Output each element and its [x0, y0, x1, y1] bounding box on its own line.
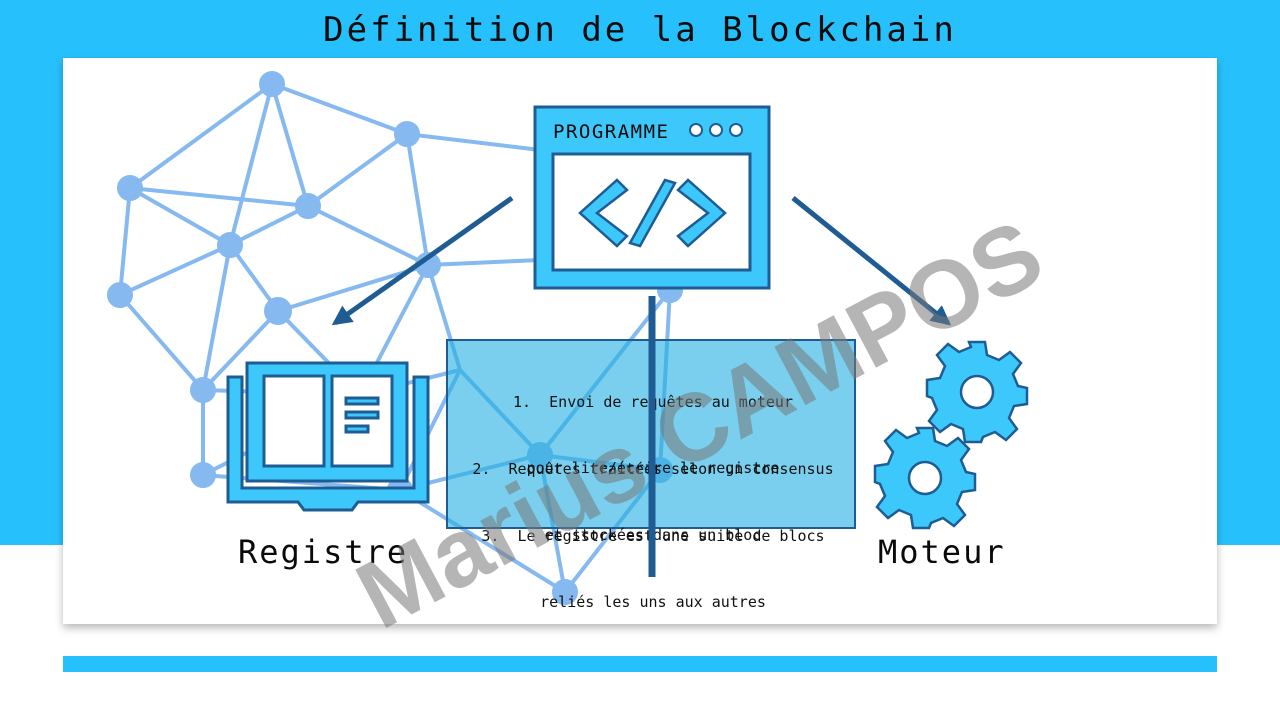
arrow-to-registre: [331, 195, 514, 326]
gear-large-icon: [925, 340, 1029, 444]
step-2-text: Requêtes traitées selon un consensus: [508, 460, 834, 478]
moteur-gears-icon: [873, 340, 1029, 530]
step-2: 2. Requêtes traitées selon un consensus …: [448, 414, 858, 590]
step-3-line2: reliés les uns aux autres: [540, 593, 766, 611]
registre-book-icon: [226, 361, 430, 512]
arrow-to-moteur: [791, 196, 952, 326]
registre-label: Registre: [238, 533, 409, 571]
program-window-icon: [533, 105, 771, 290]
gear-small-icon: [873, 426, 977, 530]
step-1-line2: pour lire/écrire le registre: [526, 459, 780, 477]
step-3: 3. Le registre est une suite de blocs re…: [448, 481, 858, 657]
steps-info-box: 1. Envoi de requêtes au moteur pour lire…: [446, 339, 858, 611]
step-1-text: Envoi de requêtes au moteur: [549, 393, 793, 411]
step-2-line2: et stockées dans un bloc: [544, 526, 762, 544]
step-2-line1: 2. Requêtes traitées selon un consensus: [448, 458, 858, 480]
step-1-line1: 1. Envoi de requêtes au moteur: [448, 391, 858, 413]
step-1-number: 1.: [513, 393, 532, 411]
step-2-number: 2.: [472, 460, 491, 478]
step-1: 1. Envoi de requêtes au moteur pour lire…: [448, 347, 858, 523]
slide-title: Définition de la Blockchain: [323, 10, 957, 50]
step-3-line1: 3. Le registre est une suite de blocs: [448, 525, 858, 547]
step-3-text: Le registre est une suite de blocs: [517, 527, 825, 545]
bottom-accent-bar: [63, 656, 1217, 672]
code-brackets-icon: [578, 178, 727, 248]
program-label: PROGRAMME: [553, 121, 669, 143]
step-3-number: 3.: [481, 527, 500, 545]
moteur-label: Moteur: [878, 533, 1006, 571]
